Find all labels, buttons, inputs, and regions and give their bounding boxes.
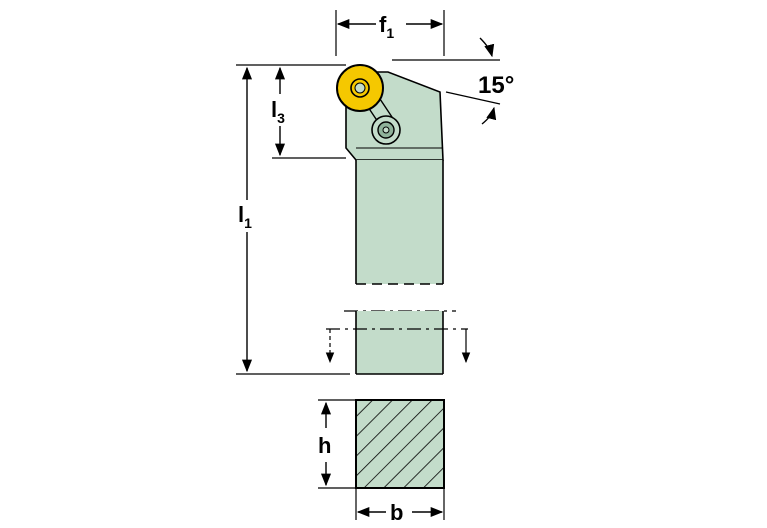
dim-angle-label: 15° <box>478 72 514 99</box>
dim-b: b <box>355 488 445 525</box>
dim-f1: f1 <box>335 10 445 56</box>
dim-h-label: h <box>318 433 331 458</box>
dim-l3: l3 <box>271 66 346 159</box>
shank-lower <box>355 311 444 375</box>
clamp-screw-icon <box>371 115 401 145</box>
section-cut-line <box>325 328 471 364</box>
dim-angle: 15° <box>392 37 514 125</box>
shank-upper <box>355 160 444 285</box>
hatched-cross-section <box>355 399 445 489</box>
dim-h: h <box>318 399 356 489</box>
dim-b-label: b <box>390 500 403 523</box>
dim-l1: l1 <box>236 64 350 375</box>
dim-f1-label: f1 <box>379 12 394 41</box>
dim-l1-label: l1 <box>238 202 252 231</box>
round-insert-icon <box>336 64 384 112</box>
dim-l3-label: l3 <box>271 97 285 126</box>
